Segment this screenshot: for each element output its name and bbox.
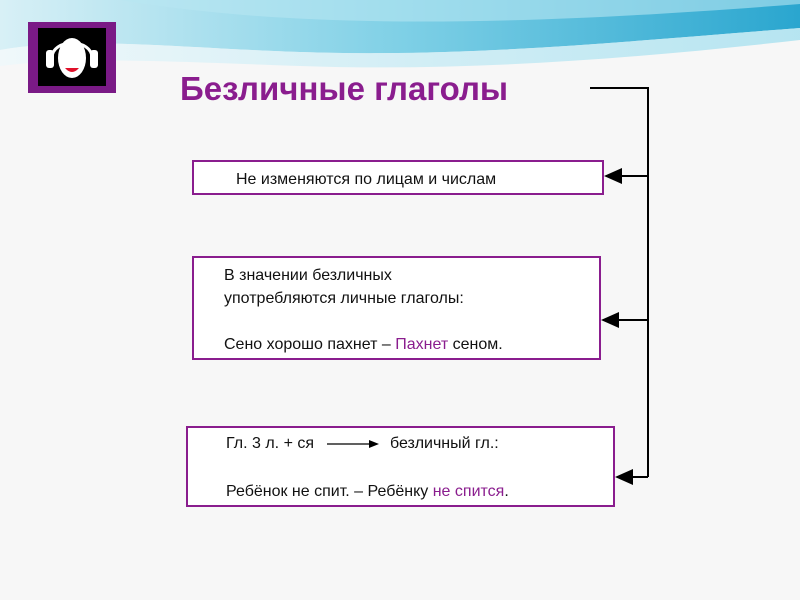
headphones-head-icon — [38, 28, 106, 86]
example-3-after: . — [504, 483, 509, 500]
rule-3-example: Ребёнок не спит. – Ребёнку не спится. — [226, 480, 509, 503]
formula-arrow-icon — [327, 440, 379, 448]
rule-2-line-2: употребляются личные глаголы: — [224, 290, 464, 307]
rule-3-formula-right: безличный гл.: — [390, 435, 499, 452]
example-2-after: сеном. — [448, 336, 503, 353]
example-3-before: Ребёнок не спит. – Ребёнку — [226, 483, 433, 500]
rule-3-formula-left: Гл. 3 л. + ся — [226, 435, 315, 452]
rule-box-1: Не изменяются по лицам и числам — [192, 160, 604, 195]
logo — [28, 22, 116, 93]
example-2-highlight: Пахнет — [395, 336, 449, 353]
slide-title: Безличные глаголы — [180, 70, 509, 107]
background-swoosh — [0, 0, 800, 68]
rule-1-text: Не изменяются по лицам и числам — [236, 171, 497, 188]
rule-box-3: Гл. 3 л. + ся безличный гл.: Ребёнок не … — [186, 426, 615, 507]
rule-2-example: Сено хорошо пахнет – Пахнет сеном. — [224, 333, 503, 356]
rule-2-line-1: В значении безличных — [224, 267, 392, 284]
rule-box-2: В значении безличных употребляются личны… — [192, 256, 601, 360]
example-3-highlight: не спится — [432, 483, 505, 500]
example-2-before: Сено хорошо пахнет – — [224, 336, 396, 353]
